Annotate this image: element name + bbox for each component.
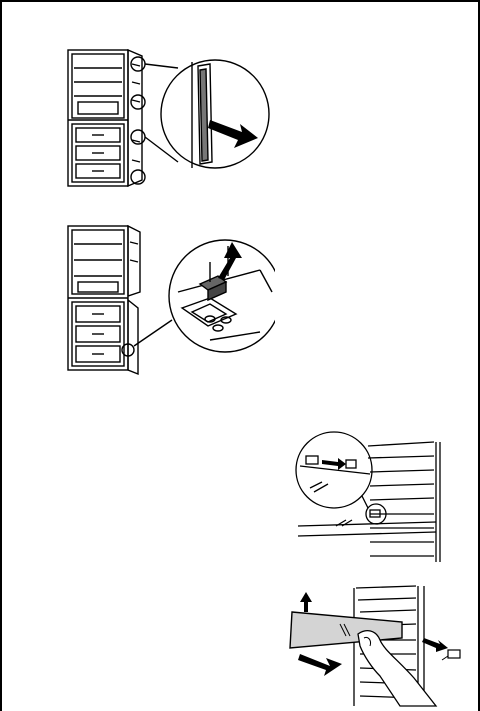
figure-lower-hinge — [60, 222, 275, 377]
figure-shelf-clip — [286, 430, 446, 570]
figure-shelf-removal — [280, 582, 470, 708]
glass-shelf-clip-slide-icon — [286, 430, 446, 570]
fridge-door-hinge-removal-icon — [60, 42, 275, 192]
glass-shelf-lift-out-icon — [280, 582, 470, 708]
page-border-top — [0, 0, 480, 2]
page-border-left — [0, 0, 2, 711]
fridge-door-lower-hinge-icon — [60, 222, 275, 377]
figure-door-hinge-removal — [60, 42, 275, 192]
